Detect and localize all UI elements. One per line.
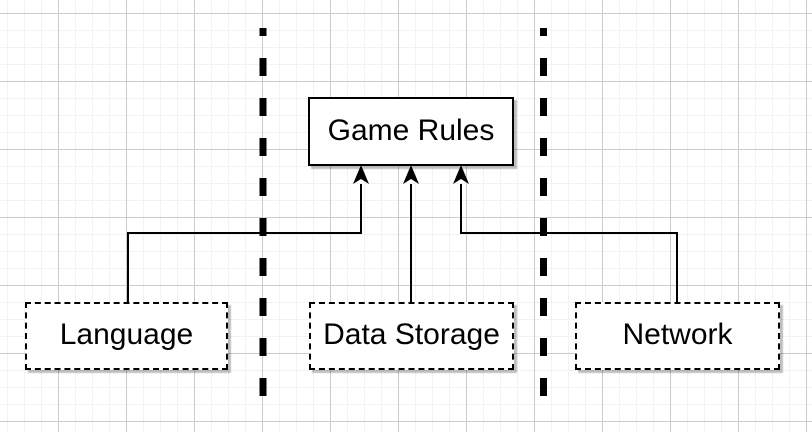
node-data-storage[interactable]: Data Storage (309, 302, 514, 370)
node-language-label: Language (59, 318, 194, 351)
arrowhead-up-icon (453, 165, 469, 184)
node-network-label: Network (622, 318, 733, 351)
edge-network-to-game-rules[interactable] (453, 165, 678, 302)
node-game-rules-label: Game Rules (327, 113, 495, 147)
node-game-rules[interactable]: Game Rules (308, 97, 514, 166)
edge-data-storage-to-game-rules[interactable] (403, 165, 419, 302)
arrowhead-up-icon (353, 165, 369, 184)
node-network[interactable]: Network (575, 302, 780, 370)
node-data-storage-label: Data Storage (323, 318, 500, 351)
edge-language-to-game-rules[interactable] (127, 165, 369, 302)
arrowhead-up-icon (403, 165, 419, 184)
node-language[interactable]: Language (25, 302, 228, 370)
